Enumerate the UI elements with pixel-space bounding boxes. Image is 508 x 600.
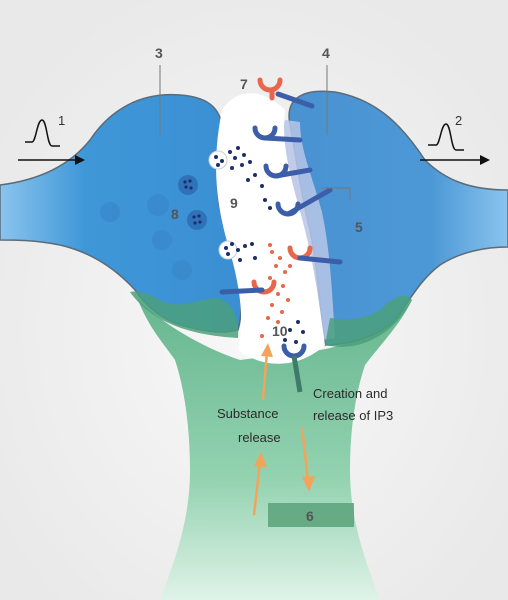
synaptic-cleft	[216, 93, 325, 364]
label-8: 8	[171, 206, 179, 222]
label-4: 4	[322, 45, 330, 61]
receptor-red-stem	[275, 91, 315, 109]
substance-release-arrows	[252, 343, 315, 516]
substance-release-line2: release	[238, 430, 281, 445]
ip3-release-line1: Creation and	[313, 386, 387, 401]
arrow-right-icon	[420, 155, 490, 165]
label-6-box	[268, 503, 354, 527]
receptor-stem-left	[219, 287, 265, 295]
substance-release-line1: Substance	[217, 406, 278, 421]
neurotransmitter-dots	[214, 146, 305, 344]
label-9: 9	[230, 195, 238, 211]
label-1: 1	[58, 113, 65, 128]
astrocyte-overlap-left	[130, 291, 239, 338]
label-6: 6	[306, 508, 314, 524]
ip3-stem	[291, 355, 303, 393]
action-potential-icon	[25, 119, 60, 147]
vesicles	[100, 175, 207, 280]
docked-vesicles	[208, 150, 238, 260]
label-2: 2	[455, 113, 462, 128]
ip3-release-line2: release of IP3	[313, 408, 393, 423]
label-7: 7	[240, 76, 248, 92]
label-5: 5	[355, 219, 363, 235]
label-3: 3	[155, 45, 163, 61]
label-10: 10	[272, 323, 288, 339]
receptor-stem	[297, 255, 343, 265]
astrocyte-overlap-right	[325, 295, 412, 347]
arrow-right-icon	[18, 155, 85, 165]
leader-line-5	[322, 187, 351, 200]
action-potential-icon	[428, 123, 464, 151]
